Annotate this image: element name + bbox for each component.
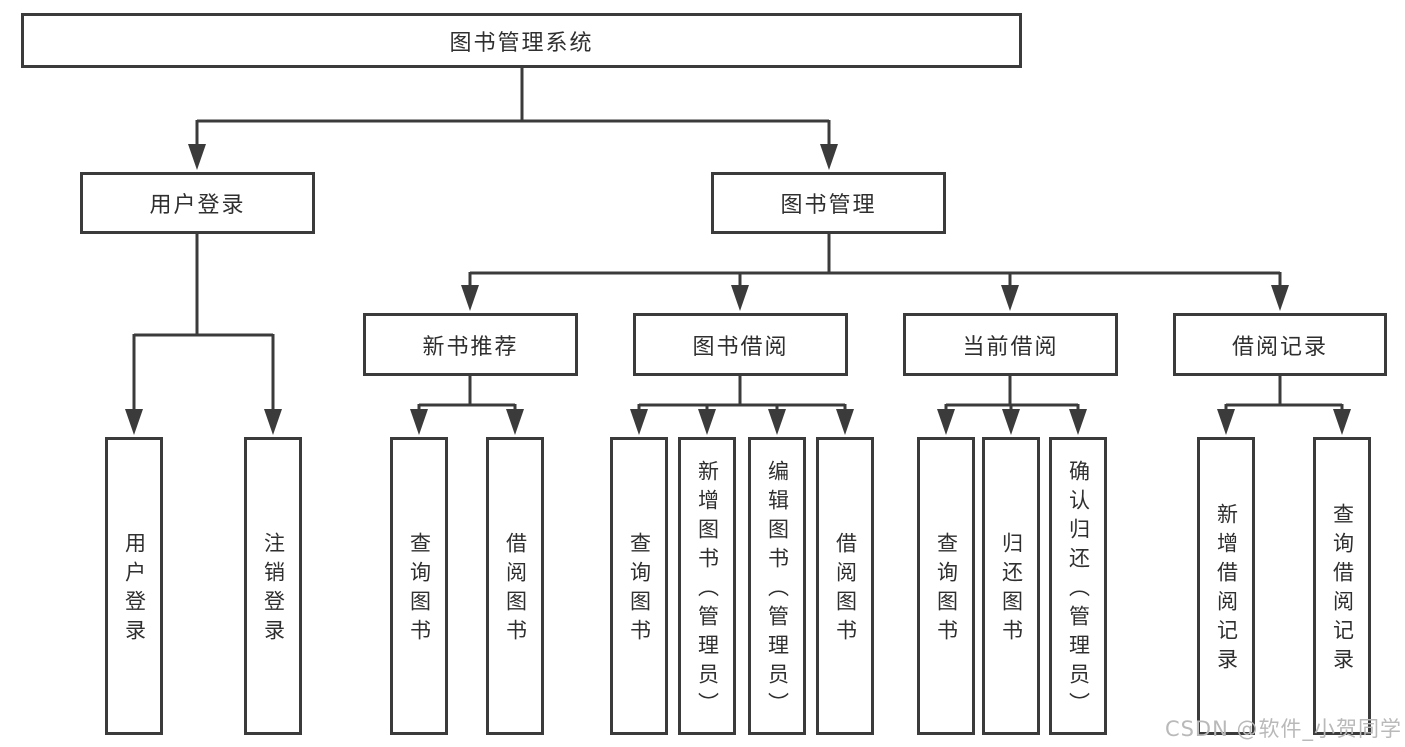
connector-new-book-children	[410, 375, 524, 435]
csdn-watermark: CSDN @软件_小贺同学	[1164, 717, 1402, 741]
node-book-management: 图书管理	[711, 172, 946, 234]
leaf-query-books-recommend: 查询图书	[390, 437, 448, 735]
leaf-borrow-books-recommend-label: 借阅图书	[503, 532, 528, 648]
leaf-borrow-books-label: 借阅图书	[833, 532, 858, 648]
leaf-add-borrow-record-label: 新增借阅记录	[1214, 503, 1239, 677]
node-new-book-recommend-label: 新书推荐	[422, 334, 519, 360]
leaf-add-borrow-record: 新增借阅记录	[1197, 437, 1255, 735]
leaf-confirm-return-admin-label: 确认归还（管理员）	[1066, 459, 1091, 721]
leaf-confirm-return-admin: 确认归还（管理员）	[1049, 437, 1107, 735]
node-new-book-recommend: 新书推荐	[363, 313, 578, 376]
leaf-query-books-current: 查询图书	[917, 437, 975, 735]
connector-book-borrow-children	[630, 375, 854, 435]
node-book-borrow-label: 图书借阅	[692, 334, 789, 360]
connector-user-login-children	[125, 233, 282, 435]
connector-current-borrow-children	[937, 375, 1087, 435]
node-library-management-system: 图书管理系统	[21, 13, 1022, 68]
leaf-user-login: 用户登录	[105, 437, 163, 735]
leaf-borrow-books: 借阅图书	[816, 437, 874, 735]
node-borrow-records: 借阅记录	[1173, 313, 1387, 376]
leaf-edit-books-admin-label: 编辑图书（管理员）	[765, 459, 790, 721]
leaf-user-login-label: 用户登录	[122, 532, 147, 648]
leaf-logout-label: 注销登录	[261, 532, 286, 648]
leaf-add-books-admin-label: 新增图书（管理员）	[695, 459, 720, 721]
leaf-query-borrow-record-label: 查询借阅记录	[1330, 503, 1355, 677]
leaf-return-books-label: 归还图书	[999, 532, 1024, 648]
connector-borrow-records-children	[1217, 375, 1351, 435]
node-borrow-records-label: 借阅记录	[1231, 334, 1328, 360]
leaf-return-books: 归还图书	[982, 437, 1040, 735]
node-book-management-label: 图书管理	[780, 193, 877, 218]
leaf-query-books-recommend-label: 查询图书	[407, 532, 432, 648]
leaf-logout: 注销登录	[244, 437, 302, 735]
node-current-borrow-label: 当前借阅	[962, 334, 1059, 360]
leaf-query-books-current-label: 查询图书	[934, 532, 959, 648]
leaf-query-borrow-record: 查询借阅记录	[1313, 437, 1371, 735]
node-book-borrow: 图书借阅	[633, 313, 848, 376]
connector-root-to-branches	[188, 68, 838, 170]
connector-book-management-sections	[461, 233, 1289, 311]
leaf-add-books-admin: 新增图书（管理员）	[678, 437, 736, 735]
leaf-edit-books-admin: 编辑图书（管理员）	[748, 437, 806, 735]
node-library-management-system-label: 图书管理系统	[449, 30, 594, 56]
node-user-login: 用户登录	[80, 172, 315, 234]
node-current-borrow: 当前借阅	[903, 313, 1118, 376]
leaf-query-books-borrow: 查询图书	[610, 437, 668, 735]
leaf-borrow-books-recommend: 借阅图书	[486, 437, 544, 735]
node-user-login-label: 用户登录	[149, 193, 246, 218]
leaf-query-books-borrow-label: 查询图书	[627, 532, 652, 648]
